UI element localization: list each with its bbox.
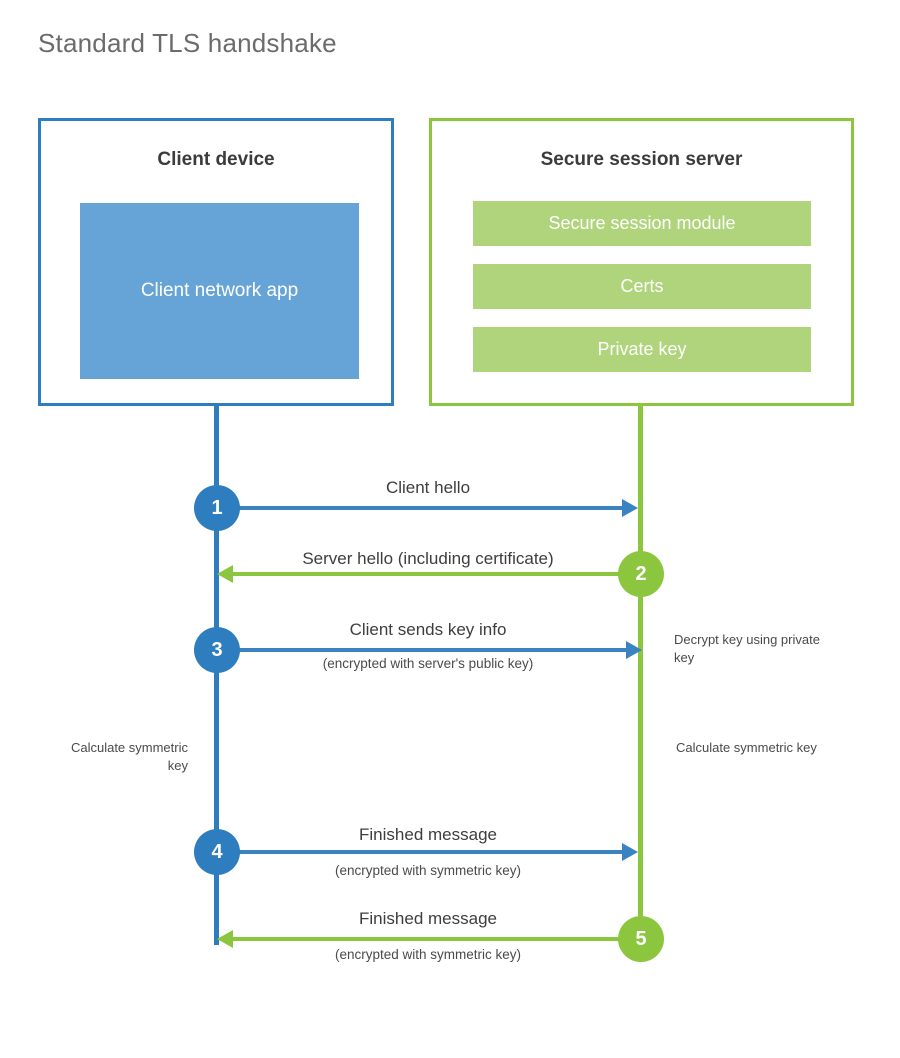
client-lifeline [214, 403, 219, 945]
step-3-arrow-line [217, 648, 634, 652]
server-component-certs: Certs [473, 264, 811, 309]
step-1-arrow-line [217, 506, 622, 510]
step-2-number-badge[interactable]: 2 [618, 551, 664, 597]
step-3-sublabel: (encrypted with server's public key) [322, 656, 534, 671]
server-component-secure-session-module: Secure session module [473, 201, 811, 246]
server-component-private-key: Private key [473, 327, 811, 372]
step-3-arrowhead-right-icon [626, 641, 642, 659]
step-4-number-badge[interactable]: 4 [194, 829, 240, 875]
note-server-calculate-symmetric-key: Calculate symmetric key [676, 740, 817, 755]
step-1-arrowhead-right-icon [622, 499, 638, 517]
client-device-box: Client device Client network app [38, 118, 394, 406]
secure-session-server-box: Secure session server Secure session mod… [429, 118, 854, 406]
step-5-sublabel: (encrypted with symmetric key) [334, 947, 522, 962]
client-device-title: Client device [157, 149, 275, 170]
step-5-arrowhead-left-icon [217, 930, 233, 948]
step-2-arrow-line [232, 572, 632, 576]
step-2-arrowhead-left-icon [217, 565, 233, 583]
step-3-label: Client sends key info [349, 620, 507, 639]
step-5-label: Finished message [359, 909, 497, 928]
step-4-sublabel: (encrypted with symmetric key) [334, 863, 522, 878]
step-4-arrowhead-right-icon [622, 843, 638, 861]
step-2-label: Server hello (including certificate) [302, 549, 554, 568]
step-3-number-badge[interactable]: 3 [194, 627, 240, 673]
note-client-calculate-symmetric-key: Calculate symmetric key [70, 740, 188, 773]
page-title: Standard TLS handshake [38, 28, 337, 58]
step-1-label: Client hello [385, 478, 471, 497]
step-5-number-badge[interactable]: 5 [618, 916, 664, 962]
step-1-number-badge[interactable]: 1 [194, 485, 240, 531]
step-4-label: Finished message [359, 825, 497, 844]
server-lifeline [638, 403, 643, 939]
note-decrypt-key: Decrypt key using private key [674, 632, 820, 665]
step-4-arrow-line [217, 850, 622, 854]
step-5-arrow-line [232, 937, 632, 941]
client-network-app-block: Client network app [80, 203, 359, 379]
secure-session-server-title: Secure session server [540, 149, 743, 170]
